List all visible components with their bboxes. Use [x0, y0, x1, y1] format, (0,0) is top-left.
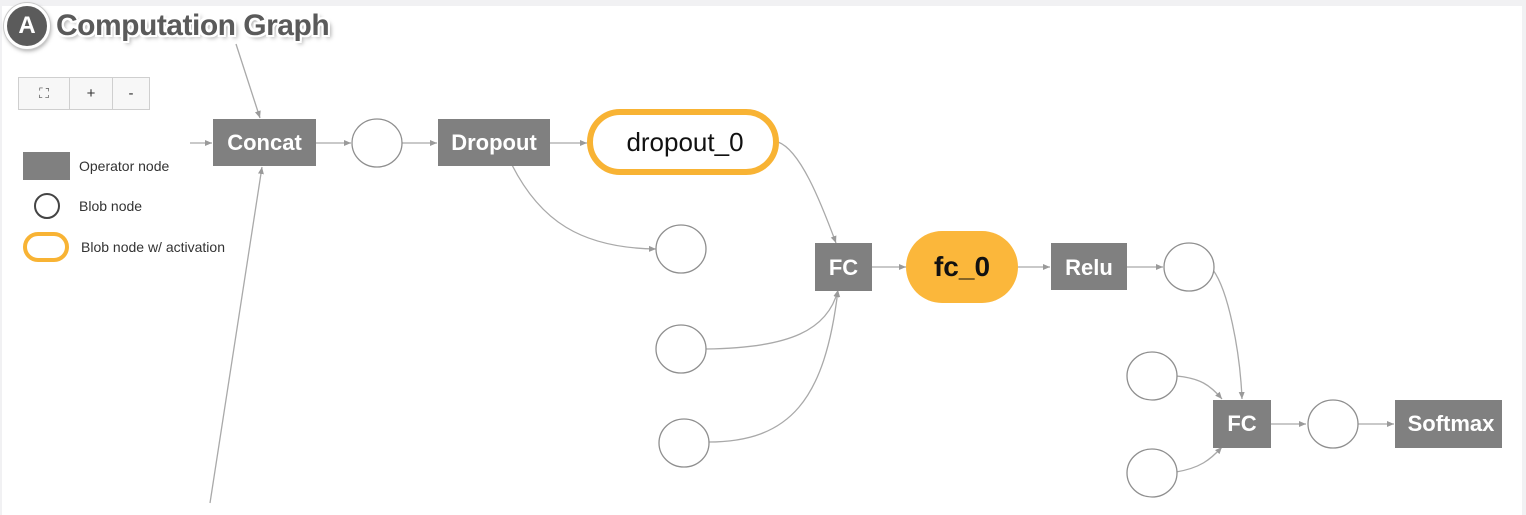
blob-fc-bias[interactable]	[658, 418, 710, 468]
edge-weight-fc	[705, 289, 840, 350]
node-softmax-label: Softmax	[1408, 411, 1496, 436]
edges	[190, 43, 1394, 504]
blob-concat-out[interactable]	[351, 118, 403, 168]
node-fc-2-label: FC	[1227, 411, 1256, 436]
edge-b2-fc2	[1175, 446, 1223, 473]
legend-activation: Blob node w/ activation	[23, 232, 283, 262]
legend-blob: Blob node	[23, 193, 283, 219]
expand-icon: ⛶	[39, 85, 49, 101]
blob-fc2-out[interactable]	[1307, 399, 1359, 449]
node-fc-0-label: fc_0	[934, 251, 990, 282]
fit-view-button[interactable]: ⛶	[18, 77, 70, 110]
node-fc-1[interactable]: FC	[815, 243, 872, 291]
legend-operator: Operator node	[23, 152, 283, 180]
legend-blob-label: Blob node	[79, 198, 143, 214]
activation-swatch	[23, 232, 69, 262]
edge-w2-fc2	[1175, 375, 1223, 400]
panel-badge: A	[4, 3, 50, 49]
legend-operator-label: Operator node	[79, 158, 170, 174]
edge-into-concat-top	[235, 43, 261, 119]
edge-dropout-mask	[511, 164, 657, 252]
edge-blob-fc2	[1212, 269, 1245, 400]
node-fc-1-label: FC	[829, 255, 858, 280]
legend-activation-label: Blob node w/ activation	[81, 239, 225, 255]
operator-swatch	[23, 152, 70, 180]
panel-title: Computation Graph	[56, 9, 330, 42]
edge-dropout0-fc	[777, 141, 837, 244]
zoom-in-button[interactable]: +	[69, 77, 113, 110]
zoom-out-button[interactable]: -	[112, 77, 150, 110]
node-relu-label: Relu	[1065, 255, 1113, 280]
node-relu[interactable]: Relu	[1051, 243, 1127, 290]
node-fc-0[interactable]: fc_0	[906, 231, 1018, 303]
edge-into-concat-bottom	[209, 166, 264, 504]
node-dropout-label: Dropout	[451, 130, 537, 155]
blob-swatch	[34, 193, 60, 219]
node-softmax[interactable]: Softmax	[1395, 400, 1502, 448]
blob-fc-weight[interactable]	[655, 324, 707, 374]
edge-bias-fc	[707, 289, 841, 443]
node-fc-2[interactable]: FC	[1213, 400, 1271, 448]
blob-relu-out[interactable]	[1163, 242, 1215, 292]
node-dropout-0-label: dropout_0	[626, 127, 743, 157]
blob-nodes	[351, 118, 1359, 498]
blob-dropout-mask[interactable]	[655, 224, 707, 274]
blob-fc2-weight[interactable]	[1126, 351, 1178, 401]
node-dropout-0[interactable]: dropout_0	[587, 109, 779, 175]
zoom-controls: ⛶ + -	[18, 77, 150, 110]
panel-header: A Computation Graph	[4, 3, 330, 49]
node-dropout[interactable]: Dropout	[438, 119, 550, 166]
node-concat[interactable]: Concat	[213, 119, 316, 166]
blob-fc2-bias[interactable]	[1126, 448, 1178, 498]
node-concat-label: Concat	[227, 130, 302, 155]
